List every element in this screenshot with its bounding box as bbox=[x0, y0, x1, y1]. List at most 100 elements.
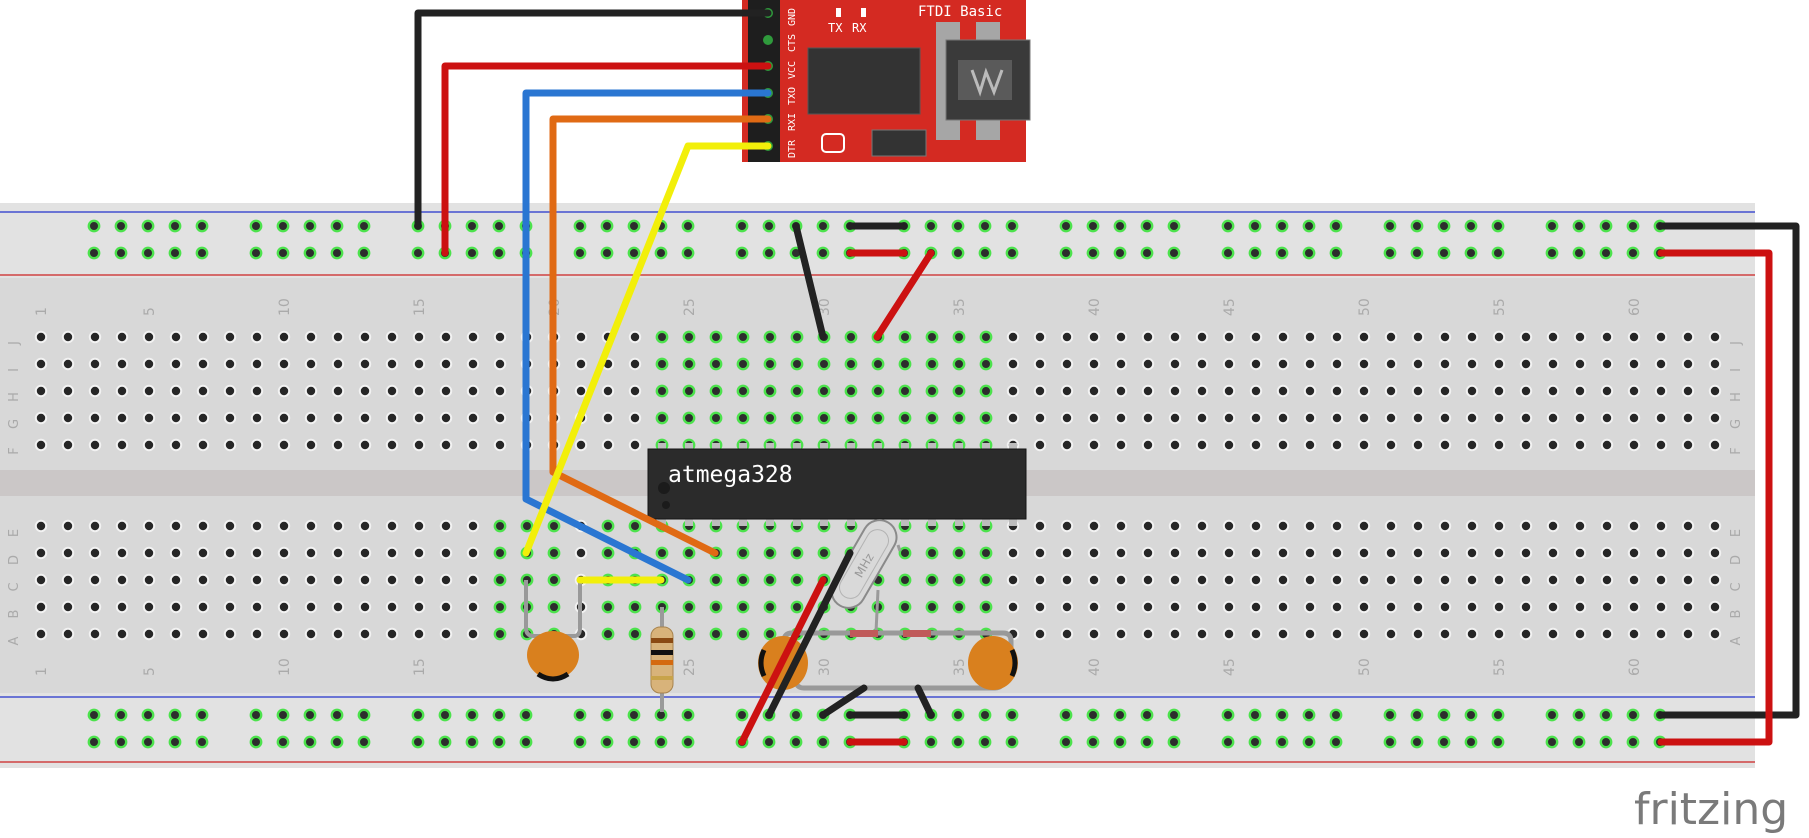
breadboard-hole[interactable] bbox=[682, 627, 696, 641]
breadboard-hole[interactable] bbox=[844, 411, 858, 425]
breadboard-hole[interactable] bbox=[304, 600, 318, 614]
breadboard-hole[interactable] bbox=[1113, 246, 1127, 260]
breadboard-hole[interactable] bbox=[223, 357, 237, 371]
breadboard-hole[interactable] bbox=[1573, 627, 1587, 641]
breadboard-hole[interactable] bbox=[439, 411, 453, 425]
breadboard-hole[interactable] bbox=[1491, 708, 1505, 722]
breadboard-hole[interactable] bbox=[385, 627, 399, 641]
breadboard-hole[interactable] bbox=[61, 546, 75, 560]
breadboard-hole[interactable] bbox=[1519, 411, 1533, 425]
breadboard-hole[interactable] bbox=[1249, 627, 1263, 641]
breadboard-hole[interactable] bbox=[358, 627, 372, 641]
breadboard-hole[interactable] bbox=[952, 384, 966, 398]
breadboard-hole[interactable] bbox=[493, 546, 507, 560]
breadboard-hole[interactable] bbox=[1627, 357, 1641, 371]
breadboard-hole[interactable] bbox=[34, 627, 48, 641]
breadboard-hole[interactable] bbox=[142, 330, 156, 344]
breadboard-hole[interactable] bbox=[1087, 600, 1101, 614]
breadboard-hole[interactable] bbox=[1330, 546, 1344, 560]
breadboard-hole[interactable] bbox=[898, 573, 912, 587]
breadboard-hole[interactable] bbox=[1033, 438, 1047, 452]
breadboard-hole[interactable] bbox=[331, 546, 345, 560]
breadboard-hole[interactable] bbox=[331, 600, 345, 614]
breadboard-hole[interactable] bbox=[1572, 708, 1586, 722]
breadboard-hole[interactable] bbox=[304, 546, 318, 560]
breadboard-hole[interactable] bbox=[196, 384, 210, 398]
breadboard-hole[interactable] bbox=[1410, 246, 1424, 260]
breadboard-hole[interactable] bbox=[250, 357, 264, 371]
breadboard-hole[interactable] bbox=[1221, 735, 1235, 749]
breadboard-hole[interactable] bbox=[142, 357, 156, 371]
breadboard-hole[interactable] bbox=[168, 219, 182, 233]
breadboard-hole[interactable] bbox=[709, 573, 723, 587]
breadboard-hole[interactable] bbox=[1168, 411, 1182, 425]
breadboard-hole[interactable] bbox=[1222, 411, 1236, 425]
breadboard-hole[interactable] bbox=[1573, 546, 1587, 560]
breadboard-hole[interactable] bbox=[141, 708, 155, 722]
breadboard-hole[interactable] bbox=[1708, 627, 1722, 641]
breadboard-hole[interactable] bbox=[1384, 330, 1398, 344]
breadboard-hole[interactable] bbox=[1168, 384, 1182, 398]
breadboard-hole[interactable] bbox=[1573, 357, 1587, 371]
breadboard-hole[interactable] bbox=[520, 519, 534, 533]
breadboard-hole[interactable] bbox=[465, 735, 479, 749]
breadboard-hole[interactable] bbox=[871, 384, 885, 398]
breadboard-hole[interactable] bbox=[1681, 573, 1695, 587]
wire-rail-bridge-red[interactable] bbox=[1657, 249, 1773, 746]
breadboard-hole[interactable] bbox=[1113, 708, 1127, 722]
breadboard-hole[interactable] bbox=[952, 546, 966, 560]
breadboard-hole[interactable] bbox=[601, 438, 615, 452]
breadboard-hole[interactable] bbox=[88, 330, 102, 344]
breadboard-hole[interactable] bbox=[1167, 219, 1181, 233]
breadboard-hole[interactable] bbox=[817, 357, 831, 371]
breadboard-hole[interactable] bbox=[34, 330, 48, 344]
breadboard-hole[interactable] bbox=[600, 708, 614, 722]
breadboard-hole[interactable] bbox=[88, 627, 102, 641]
breadboard-hole[interactable] bbox=[1384, 438, 1398, 452]
breadboard-hole[interactable] bbox=[277, 411, 291, 425]
pullup-resistor[interactable] bbox=[650, 607, 674, 712]
breadboard-hole[interactable] bbox=[439, 357, 453, 371]
breadboard-hole[interactable] bbox=[1411, 600, 1425, 614]
breadboard-hole[interactable] bbox=[1060, 384, 1074, 398]
breadboard-hole[interactable] bbox=[169, 600, 183, 614]
breadboard-hole[interactable] bbox=[196, 357, 210, 371]
breadboard-hole[interactable] bbox=[1492, 573, 1506, 587]
breadboard-hole[interactable] bbox=[304, 411, 318, 425]
breadboard-hole[interactable] bbox=[1546, 330, 1560, 344]
breadboard-hole[interactable] bbox=[1545, 735, 1559, 749]
breadboard-hole[interactable] bbox=[681, 708, 695, 722]
breadboard-hole[interactable] bbox=[88, 573, 102, 587]
breadboard-hole[interactable] bbox=[196, 330, 210, 344]
breadboard-hole[interactable] bbox=[331, 330, 345, 344]
breadboard-hole[interactable] bbox=[1357, 438, 1371, 452]
breadboard-hole[interactable] bbox=[1276, 546, 1290, 560]
breadboard-hole[interactable] bbox=[736, 600, 750, 614]
breadboard-hole[interactable] bbox=[304, 384, 318, 398]
breadboard-hole[interactable] bbox=[1492, 519, 1506, 533]
breadboard-hole[interactable] bbox=[1221, 246, 1235, 260]
breadboard-hole[interactable] bbox=[681, 246, 695, 260]
breadboard-hole[interactable] bbox=[1033, 384, 1047, 398]
breadboard-hole[interactable] bbox=[762, 735, 776, 749]
breadboard-hole[interactable] bbox=[1329, 246, 1343, 260]
breadboard-hole[interactable] bbox=[709, 384, 723, 398]
breadboard-hole[interactable] bbox=[169, 411, 183, 425]
breadboard-hole[interactable] bbox=[655, 330, 669, 344]
breadboard-hole[interactable] bbox=[1141, 519, 1155, 533]
breadboard-hole[interactable] bbox=[493, 519, 507, 533]
breadboard-hole[interactable] bbox=[627, 735, 641, 749]
breadboard-hole[interactable] bbox=[682, 384, 696, 398]
breadboard-hole[interactable] bbox=[924, 735, 938, 749]
breadboard-hole[interactable] bbox=[816, 219, 830, 233]
breadboard-hole[interactable] bbox=[952, 411, 966, 425]
breadboard-hole[interactable] bbox=[439, 519, 453, 533]
breadboard-hole[interactable] bbox=[304, 438, 318, 452]
breadboard-hole[interactable] bbox=[1222, 627, 1236, 641]
breadboard-hole[interactable] bbox=[1060, 546, 1074, 560]
breadboard-hole[interactable] bbox=[1438, 384, 1452, 398]
breadboard-hole[interactable] bbox=[547, 519, 561, 533]
breadboard-hole[interactable] bbox=[358, 330, 372, 344]
wire-chip-bottom-black[interactable] bbox=[765, 549, 854, 719]
breadboard-hole[interactable] bbox=[277, 438, 291, 452]
